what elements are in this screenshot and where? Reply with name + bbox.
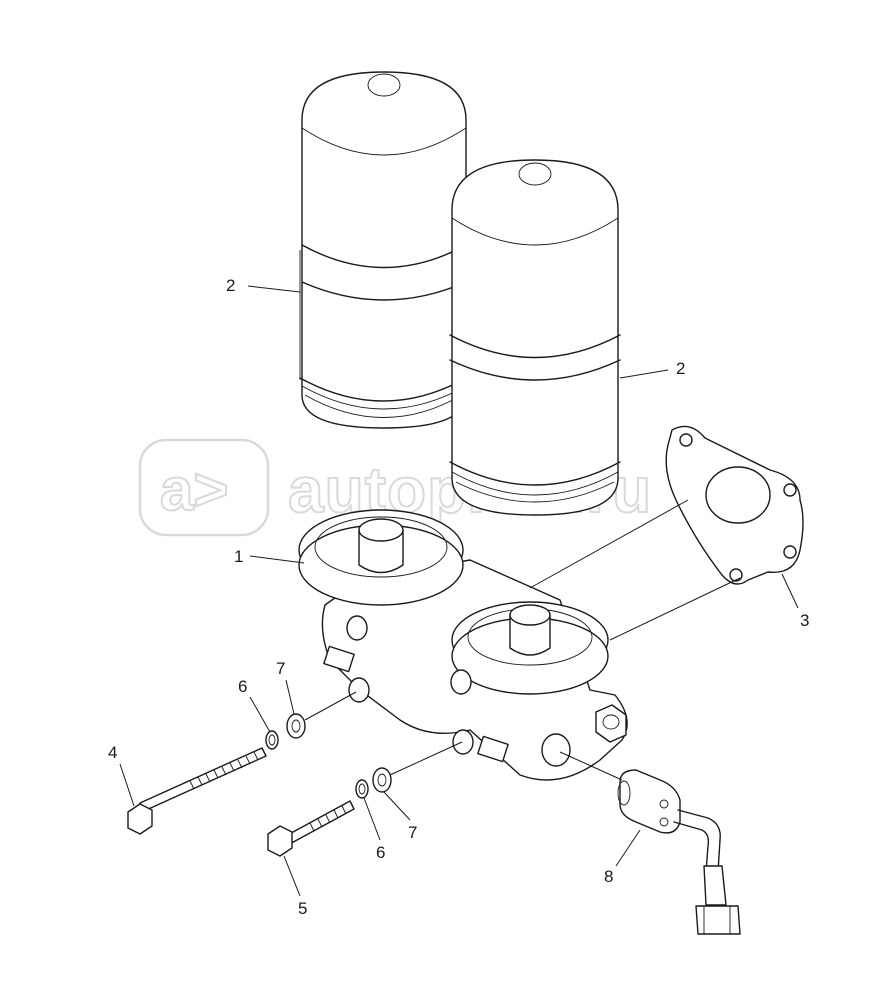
flat-washer-lower <box>372 767 392 793</box>
sensor <box>617 769 741 935</box>
gasket <box>665 425 804 585</box>
lock-washer-upper <box>265 730 279 750</box>
filter-head <box>298 509 628 781</box>
filter-element-right <box>449 159 621 516</box>
filter-element-left <box>299 71 467 429</box>
watermark-logo-box <box>138 438 270 537</box>
callout-6-lower: 6 <box>376 843 385 862</box>
watermark-logo-symbol: a> <box>160 456 228 523</box>
callout-8: 8 <box>604 867 613 886</box>
callout-7-lower: 7 <box>408 823 417 842</box>
callout-1: 1 <box>234 547 243 566</box>
callouts: 1 2 2 3 4 5 6 6 7 7 8 <box>108 276 809 918</box>
leader-lines <box>119 285 799 897</box>
callout-4: 4 <box>108 743 117 762</box>
callout-7-upper: 7 <box>276 659 285 678</box>
callout-5: 5 <box>298 899 307 918</box>
washers <box>265 713 392 799</box>
callout-2-right: 2 <box>676 359 685 378</box>
long-bolt <box>127 747 267 835</box>
assembly-lines <box>304 499 741 781</box>
short-bolt <box>267 800 355 857</box>
lock-washer-lower <box>355 779 369 799</box>
flat-washer-upper <box>286 713 306 739</box>
callout-3: 3 <box>800 611 809 630</box>
callout-2-left: 2 <box>226 276 235 295</box>
callout-6-upper: 6 <box>238 677 247 696</box>
